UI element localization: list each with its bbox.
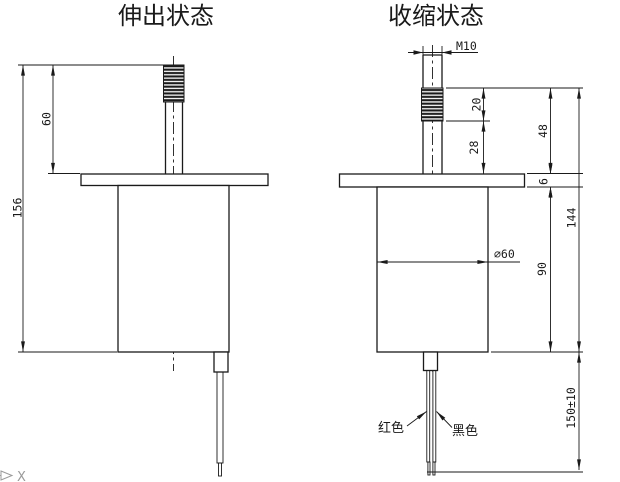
- dimension-total-height: 156: [11, 65, 117, 353]
- wire-black: [432, 370, 437, 463]
- dimension-rod-length: 60: [18, 64, 163, 174]
- thread-section: [421, 87, 444, 122]
- wire-red-label: 红色: [378, 420, 404, 435]
- flange: [80, 173, 269, 187]
- leader-line-black: [436, 411, 453, 428]
- dim-text-144: 144: [565, 208, 579, 229]
- wire-tip: [218, 462, 222, 477]
- dim-text-90: 90: [535, 262, 549, 276]
- dim-text-48: 48: [536, 124, 550, 138]
- dim-text-150: 150±10: [564, 387, 578, 429]
- dim-text-28: 28: [467, 141, 481, 155]
- axis-indicator: X: [0, 470, 26, 482]
- arrowhead: [413, 50, 423, 55]
- dim-text-6: 6: [537, 178, 551, 185]
- body: [117, 184, 230, 353]
- dim-text-20: 20: [470, 98, 484, 112]
- dim-text-d60: ∅60: [494, 247, 515, 261]
- wire-black-tip: [432, 461, 436, 476]
- flange: [338, 173, 526, 188]
- dim-text-m10: M10: [456, 39, 477, 53]
- wire-red-tip: [427, 461, 431, 476]
- view-extended: 伸出状态 60 156: [11, 3, 269, 477]
- wire-black-label: 黑色: [452, 423, 478, 438]
- view-extended-title: 伸出状态: [118, 3, 214, 30]
- dimension-thread-length: 20: [470, 88, 486, 121]
- arrowhead: [442, 50, 452, 55]
- dimension-rod-below-thread: 28: [467, 121, 486, 174]
- dimension-overall-height: 144: [565, 88, 581, 352]
- x-axis-label: X: [17, 470, 26, 482]
- thread-section: [163, 64, 185, 103]
- wire-connector: [213, 351, 229, 373]
- dimension-body-diameter: ∅60: [377, 247, 520, 264]
- dimension-thread-spec: M10: [408, 39, 478, 55]
- dim-text-60: 60: [40, 112, 54, 126]
- view-retracted: 收缩状态 M10 20: [338, 3, 583, 476]
- dimension-wire-length: 150±10: [564, 352, 581, 470]
- dimension-rod-above-flange: 48: [536, 88, 553, 174]
- view-retracted-title: 收缩状态: [388, 3, 484, 30]
- dimension-body-height: 90: [535, 187, 553, 352]
- x-axis-arrow-icon: [0, 470, 14, 481]
- wire-red: [426, 370, 431, 463]
- arrowhead: [548, 164, 553, 174]
- wire-stem: [216, 371, 224, 464]
- dim-text-156: 156: [11, 198, 25, 219]
- body: [376, 186, 489, 353]
- wire-connector: [422, 351, 439, 372]
- leader-line-red: [406, 411, 427, 427]
- wire-callouts: 红色 黑色: [378, 411, 478, 438]
- dimension-flange-thickness: 6: [537, 164, 553, 197]
